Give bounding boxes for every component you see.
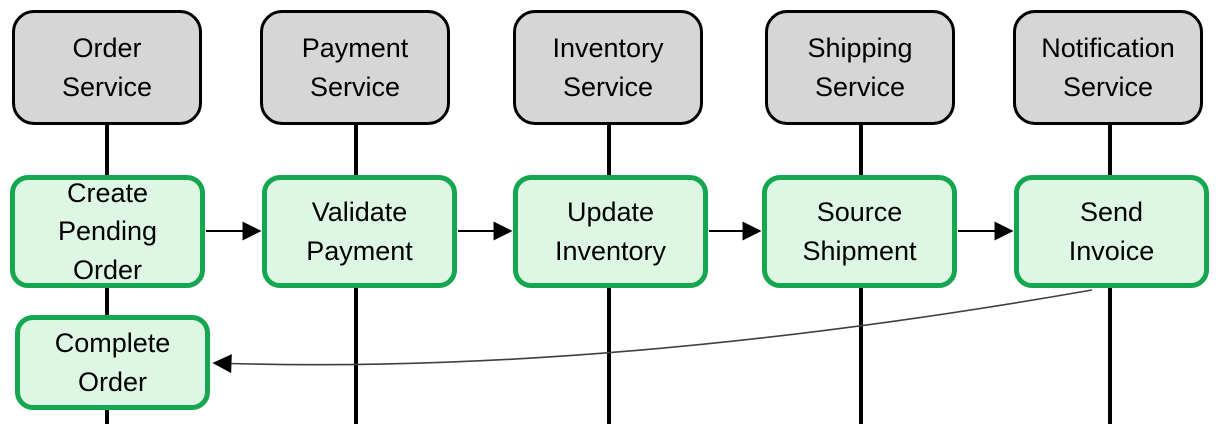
step-box-validate-payment: Validate Payment <box>262 175 457 288</box>
service-box-shipping: Shipping Service <box>765 10 955 125</box>
step-box-complete-order: Complete Order <box>15 315 210 410</box>
step-box-send-invoice: Send Invoice <box>1014 175 1209 288</box>
step-box-source-shipment: Source Shipment <box>762 175 957 288</box>
service-box-order: Order Service <box>12 10 202 125</box>
return-arrow-send-to-complete <box>212 289 1093 374</box>
step-box-create-pending-order: Create Pending Order <box>10 175 205 288</box>
service-box-payment: Payment Service <box>260 10 450 125</box>
step-box-update-inventory: Update Inventory <box>513 175 708 288</box>
service-box-notification: Notification Service <box>1013 10 1203 125</box>
service-box-inventory: Inventory Service <box>513 10 703 125</box>
